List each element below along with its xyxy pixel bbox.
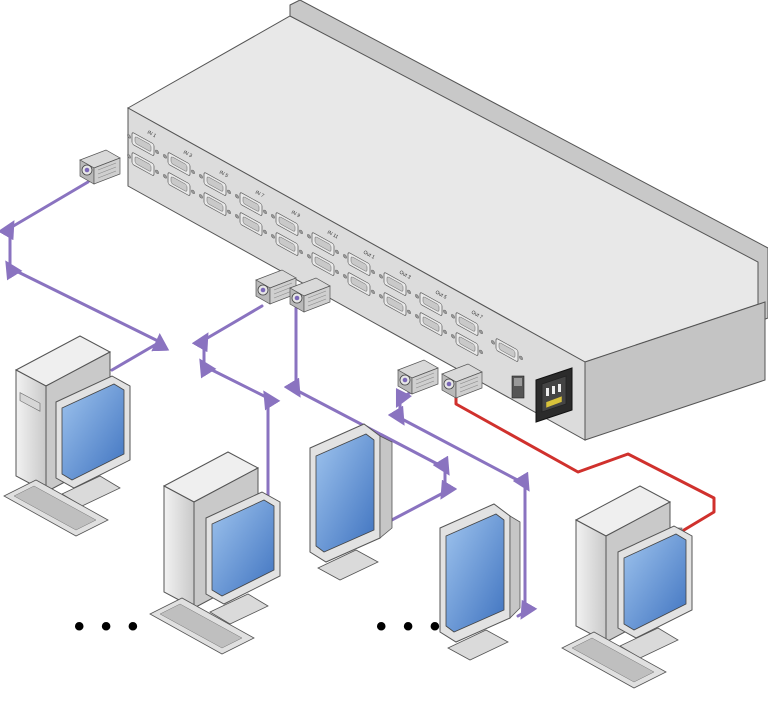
label-out3: Out 3 bbox=[398, 270, 412, 281]
label-out7: Out 7 bbox=[470, 310, 484, 321]
cable-computer-2-to-in9 bbox=[191, 304, 281, 500]
cables bbox=[0, 180, 716, 620]
crt-monitor-1 bbox=[309, 423, 393, 581]
vga-connector-in1 bbox=[79, 149, 121, 185]
cable-out3-to-monitor-2 bbox=[387, 386, 538, 620]
label-in5: IN 5 bbox=[218, 170, 229, 180]
label-in3: IN 3 bbox=[182, 150, 193, 160]
port-labels: IN 1 IN 3 IN 5 IN 7 IN 9 IN 11 Out 1 Out… bbox=[146, 130, 484, 321]
desktop-computer-1 bbox=[3, 335, 131, 537]
rs232-connector bbox=[441, 363, 483, 399]
power-switch bbox=[511, 375, 525, 399]
label-in1: IN 1 bbox=[146, 130, 157, 140]
power-inlet bbox=[535, 367, 573, 423]
desktop-computer-controller bbox=[561, 485, 693, 689]
desktop-computer-2 bbox=[149, 451, 281, 655]
crt-monitor-2 bbox=[439, 503, 521, 661]
label-in7: IN 7 bbox=[254, 190, 265, 200]
ellipsis-more-monitors: • • • bbox=[376, 610, 444, 643]
cable-computer-1-to-in1 bbox=[0, 180, 170, 372]
ellipsis-more-computers: • • • bbox=[74, 610, 142, 643]
label-in11: IN 11 bbox=[326, 230, 339, 241]
matrix-switcher-chassis bbox=[126, 0, 768, 441]
label-in9: IN 9 bbox=[290, 210, 301, 220]
cable-rs232-to-controller bbox=[454, 394, 716, 532]
label-out5: Out 5 bbox=[434, 290, 448, 301]
vga-connector-out3 bbox=[397, 359, 439, 395]
label-out1: Out 1 bbox=[362, 250, 376, 261]
